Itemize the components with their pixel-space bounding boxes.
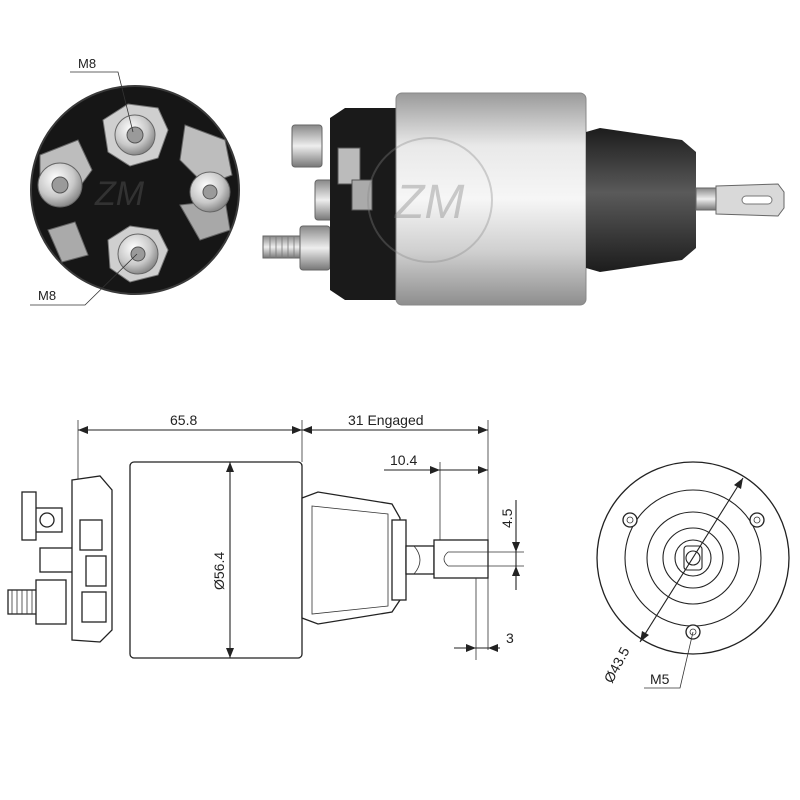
dim-body-diameter: Ø56.4 [211,552,227,590]
drawing-threaded-stud [7,589,41,615]
drawing-side-view: 65.8 31 Engaged 10.4 Ø56.4 [7,412,524,660]
drawing-end-view: Ø43.5 M5 [596,461,790,689]
label-terminal-top: M8 [78,56,96,71]
leader-mount-thread [644,631,694,689]
watermark-circle [367,137,493,263]
leader-line-bottom [30,253,138,306]
watermark-side: ZM [394,176,464,229]
plunger-shaft [695,187,719,211]
cap-terminal-clip-2 [351,179,373,211]
dim-mount-thread: M5 [650,671,670,687]
dim-body-length: 65.8 [170,412,197,428]
terminal-top [102,103,169,167]
dim-line-bolt-circle [639,477,744,643]
dim-bolt-circle: Ø43.5 [601,644,633,685]
watermark: ZM [94,175,145,213]
leader-line-top [70,71,134,133]
dim-stroke: 31 Engaged [348,412,424,428]
stud-nut-bottom [299,225,331,271]
dim-tab-thickness: 3 [506,630,514,646]
terminal-right [189,171,231,213]
stud-nut-top [291,124,323,168]
cap-rim [30,85,240,295]
drawing-boot [301,491,401,625]
plunger-boot [586,128,696,272]
drawing-plunger-tab [433,539,489,579]
dim-slot-width: 4.5 [499,508,515,528]
mount-hole-left [622,512,638,528]
mount-hole-right [749,512,765,528]
label-terminal-bottom: M8 [38,288,56,303]
photo-end-view: ZM M8 M8 [30,56,240,306]
drawing-stud-nut [35,579,67,625]
photo-side-view: ZM [262,92,785,306]
dim-plunger-offset: 10.4 [390,452,417,468]
terminal-strap [47,221,89,263]
drawing-terminal-stud-mid [39,547,77,573]
plunger-slot [741,195,773,205]
cap-terminal-clip [337,147,361,185]
terminal-left [37,162,83,208]
end-view-boss [646,511,740,605]
